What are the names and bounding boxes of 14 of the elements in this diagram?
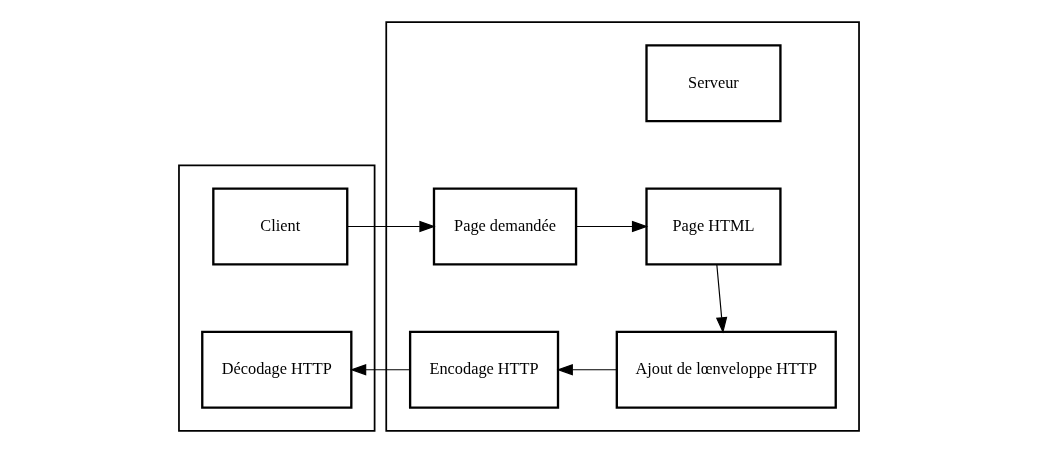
arrow [349, 364, 411, 376]
node-box: Décodage HTTP [201, 330, 353, 409]
arrow [715, 264, 728, 334]
arrow [575, 220, 649, 233]
node-box: Page demandée [432, 187, 578, 266]
node-box: Serveur [645, 44, 782, 123]
arrow [556, 364, 618, 376]
node-box: Client [212, 187, 349, 266]
cluster [178, 164, 376, 432]
node-box: Ajout de lœnveloppe HTTP [615, 330, 837, 409]
node-box: Encodage HTTP [408, 330, 560, 409]
cluster [385, 21, 860, 432]
arrow [346, 220, 436, 233]
node-box: Page HTML [645, 187, 782, 266]
